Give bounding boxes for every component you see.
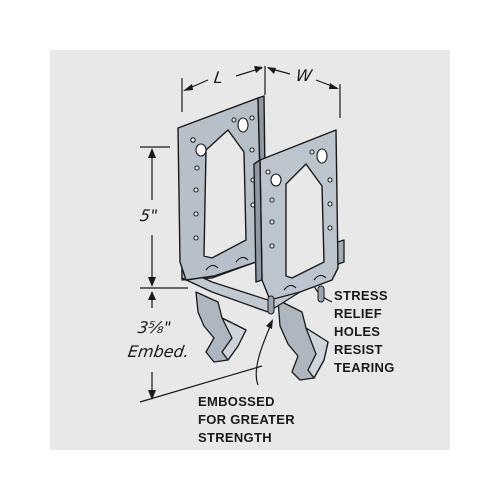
callout-line: FOR GREATER (198, 412, 295, 427)
embed-ext-bottom (139, 365, 263, 403)
left-nail-hole (249, 115, 255, 121)
arrow-height-bottom (148, 277, 156, 287)
left-nail-hole (194, 165, 200, 171)
embossed-ribs (267, 285, 325, 315)
width-label: W (294, 66, 314, 85)
right-plate (253, 129, 339, 301)
emboss-rib-right (317, 285, 325, 303)
callout-line: STRENGTH (198, 430, 272, 445)
left-nail-hole (193, 211, 199, 217)
callout-line: EMBOSSED (198, 394, 275, 409)
right-relief-slot (283, 284, 297, 291)
left-hole-large-1 (195, 143, 207, 157)
embossed-leader (255, 321, 273, 386)
left-nail-hole (193, 235, 199, 241)
right-relief-slot (313, 274, 327, 281)
right-plate-cutout (285, 163, 325, 279)
right-nail-hole (269, 197, 275, 203)
left-hole-large-2 (237, 117, 249, 133)
left-nail-hole (190, 137, 196, 143)
callout-line: HOLES (334, 324, 381, 339)
arrow-l-right (254, 66, 263, 73)
left-nail-hole (231, 117, 237, 123)
right-nail-hole (327, 201, 333, 207)
arrow-l-left (183, 84, 193, 91)
right-nail-hole (265, 169, 271, 175)
callout-line: STRESS (334, 288, 388, 303)
left-leg-face (221, 317, 247, 361)
left-plate-holes (190, 115, 256, 271)
right-plate-edge (253, 159, 263, 283)
right-hole-large-1 (270, 173, 282, 187)
right-plate-holes (265, 148, 333, 291)
right-nail-hole (269, 243, 275, 249)
left-plate (177, 95, 267, 281)
dimension-lines (139, 66, 341, 403)
right-hole-large-2 (316, 148, 328, 164)
left-nail-hole (249, 147, 255, 153)
arrow-embed-top (148, 291, 156, 300)
embed-text-label: Embed. (126, 342, 191, 361)
right-nail-hole (309, 149, 315, 155)
right-leg-face (305, 327, 329, 379)
right-nail-hole (327, 225, 333, 231)
right-nail-hole (269, 219, 275, 225)
emboss-rib-left (267, 295, 275, 315)
arrow-w-right (329, 83, 339, 89)
arrow-w-left (267, 67, 276, 74)
embed-legs (195, 291, 329, 381)
right-nail-hole (327, 177, 333, 183)
left-plate-cutout (203, 129, 247, 259)
arrow-embossed (266, 319, 273, 329)
callout-line: RELIEF (334, 306, 383, 321)
height-label: 5" (138, 206, 159, 225)
arrow-embed-bottom (148, 390, 156, 400)
callout-line: TEARING (334, 360, 395, 375)
left-relief-slot (205, 264, 219, 271)
left-nail-hole (193, 187, 199, 193)
embed-depth-label: 3⅝" (136, 318, 173, 337)
arrow-height-top (148, 148, 156, 158)
left-relief-slot (235, 256, 249, 263)
callout-line: RESIST (334, 342, 383, 357)
